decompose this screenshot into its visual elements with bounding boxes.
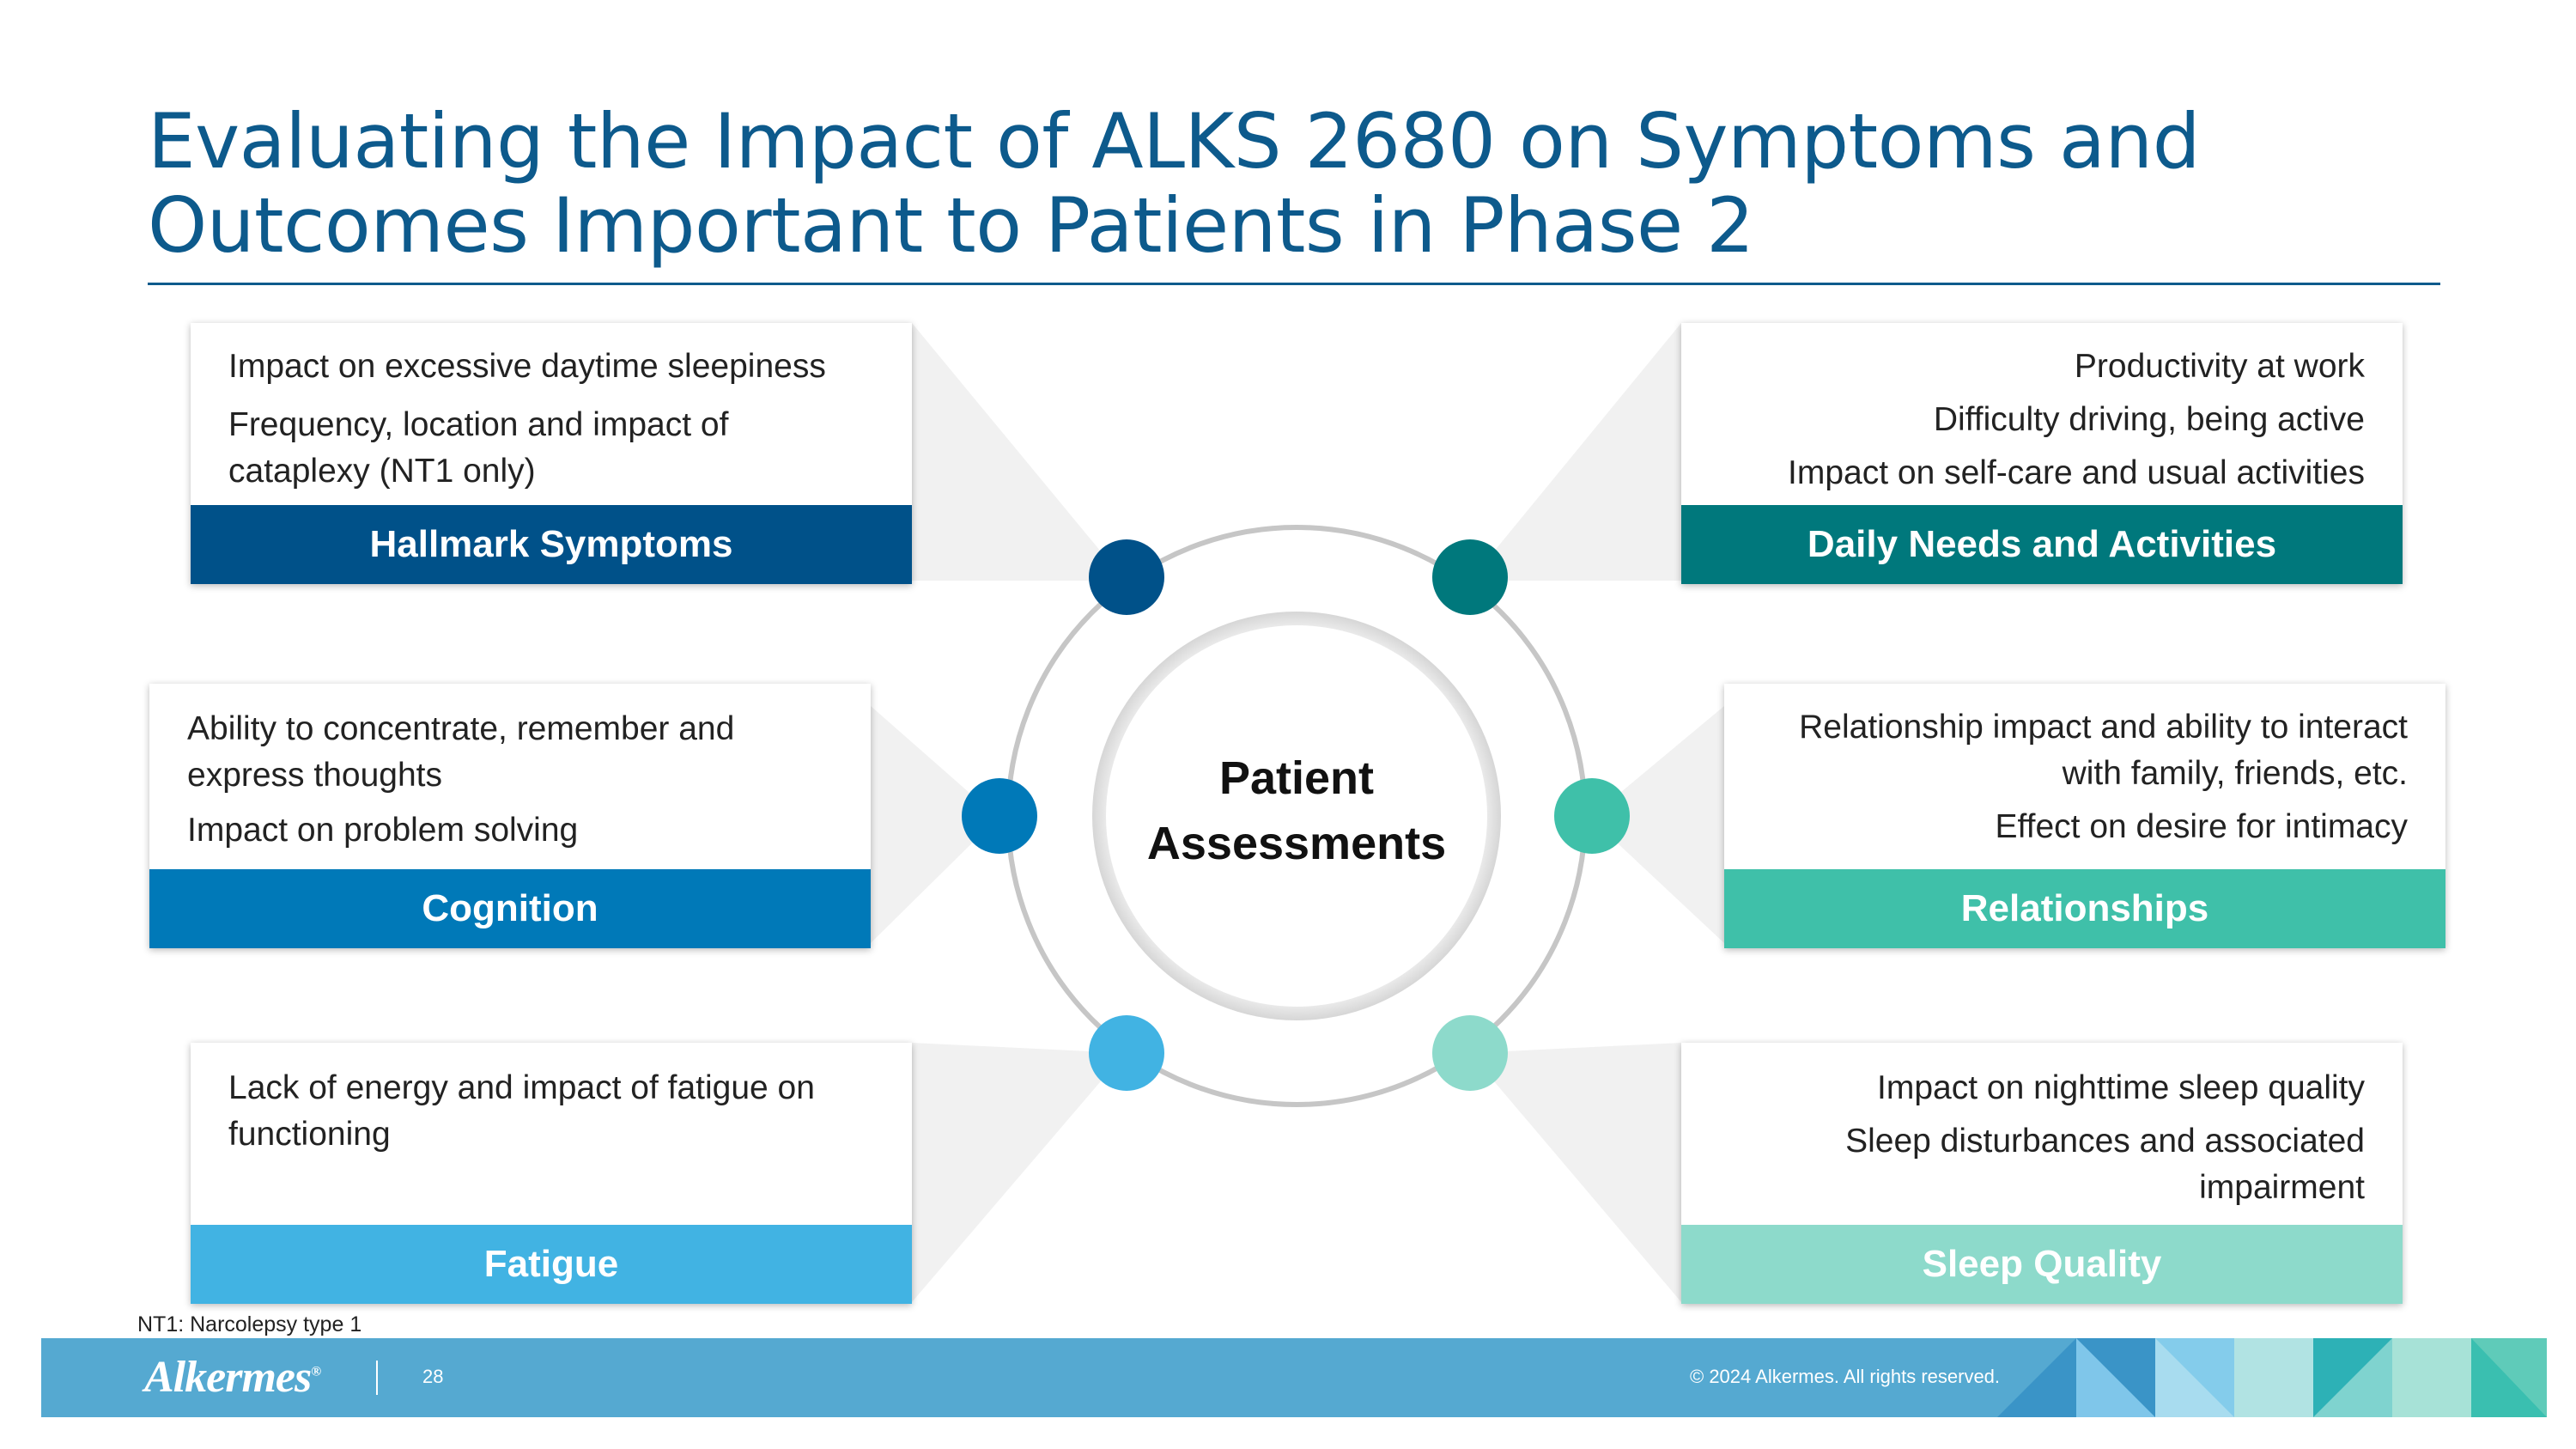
card-item: Impact on excessive daytime sleepiness — [228, 348, 826, 385]
title-line-2: Outcomes Important to Patients in Phase … — [148, 181, 1754, 270]
dot-sleep — [1432, 1015, 1508, 1091]
card-label: Hallmark Symptoms — [191, 505, 912, 584]
dot-cognition — [962, 778, 1037, 854]
card-relationships: Relationship impact and ability to inter… — [1724, 684, 2445, 948]
card-item: Difficulty driving, being active — [1933, 401, 2365, 438]
connector-hallmark — [912, 323, 1125, 581]
card-sleep-quality: Impact on nighttime sleep quality Sleep … — [1681, 1043, 2403, 1304]
card-item: Impact on problem solving — [187, 812, 579, 849]
dot-fatigue — [1089, 1015, 1164, 1091]
card-item: Sleep disturbances and associated impair… — [1845, 1123, 2365, 1206]
center-label: Patient Assessments — [1125, 746, 1468, 876]
footer-bar: Alkermes® 28 © 2024 Alkermes. All rights… — [41, 1338, 2547, 1417]
card-daily-needs: Productivity at work Difficulty driving,… — [1681, 323, 2403, 584]
card-item: Ability to concentrate, remember and exp… — [187, 710, 735, 794]
card-item: Frequency, location and impact of catapl… — [228, 406, 729, 490]
card-item: Relationship impact and ability to inter… — [1799, 709, 2408, 792]
logo-registered-mark: ® — [311, 1364, 321, 1379]
dot-daily — [1432, 539, 1508, 615]
footer-separator — [376, 1361, 378, 1395]
dot-relationships — [1554, 778, 1630, 854]
inner-circle — [1106, 625, 1487, 1007]
card-label: Relationships — [1724, 869, 2445, 948]
card-fatigue: Lack of energy and impact of fatigue on … — [191, 1043, 912, 1304]
connector-relationships — [1590, 706, 1724, 943]
center-label-line-2: Assessments — [1146, 818, 1447, 869]
card-item: Lack of energy and impact of fatigue on … — [228, 1069, 815, 1153]
card-item: Impact on nighttime sleep quality — [1877, 1069, 2365, 1106]
card-item: Effect on desire for intimacy — [1995, 808, 2409, 845]
card-label: Sleep Quality — [1681, 1225, 2403, 1304]
footnote: NT1: Narcolepsy type 1 — [137, 1312, 362, 1336]
card-item: Impact on self-care and usual activities — [1788, 454, 2365, 491]
connector-cognition — [871, 706, 998, 943]
center-label-line-1: Patient — [1218, 752, 1375, 804]
card-label: Daily Needs and Activities — [1681, 505, 2403, 584]
card-item: Productivity at work — [2074, 348, 2365, 385]
dot-hallmark — [1089, 539, 1164, 615]
alkermes-logo: Alkermes® — [144, 1352, 321, 1403]
card-label: Cognition — [149, 869, 871, 948]
title-divider — [148, 283, 2440, 285]
copyright: © 2024 Alkermes. All rights reserved. — [1690, 1366, 2001, 1387]
page-title: Evaluating the Impact of ALKS 2680 on Sy… — [148, 100, 2466, 268]
page-number: 28 — [422, 1366, 444, 1387]
connector-daily — [1470, 323, 1681, 581]
card-hallmark-symptoms: Impact on excessive daytime sleepiness F… — [191, 323, 912, 584]
title-line-1: Evaluating the Impact of ALKS 2680 on Sy… — [148, 97, 2201, 186]
footer-decoration — [1997, 1338, 2547, 1417]
logo-text: Alkermes — [144, 1353, 312, 1402]
card-label: Fatigue — [191, 1225, 912, 1304]
connector-fatigue — [912, 1043, 1125, 1302]
connector-sleep — [1470, 1043, 1681, 1302]
card-cognition: Ability to concentrate, remember and exp… — [149, 684, 871, 948]
